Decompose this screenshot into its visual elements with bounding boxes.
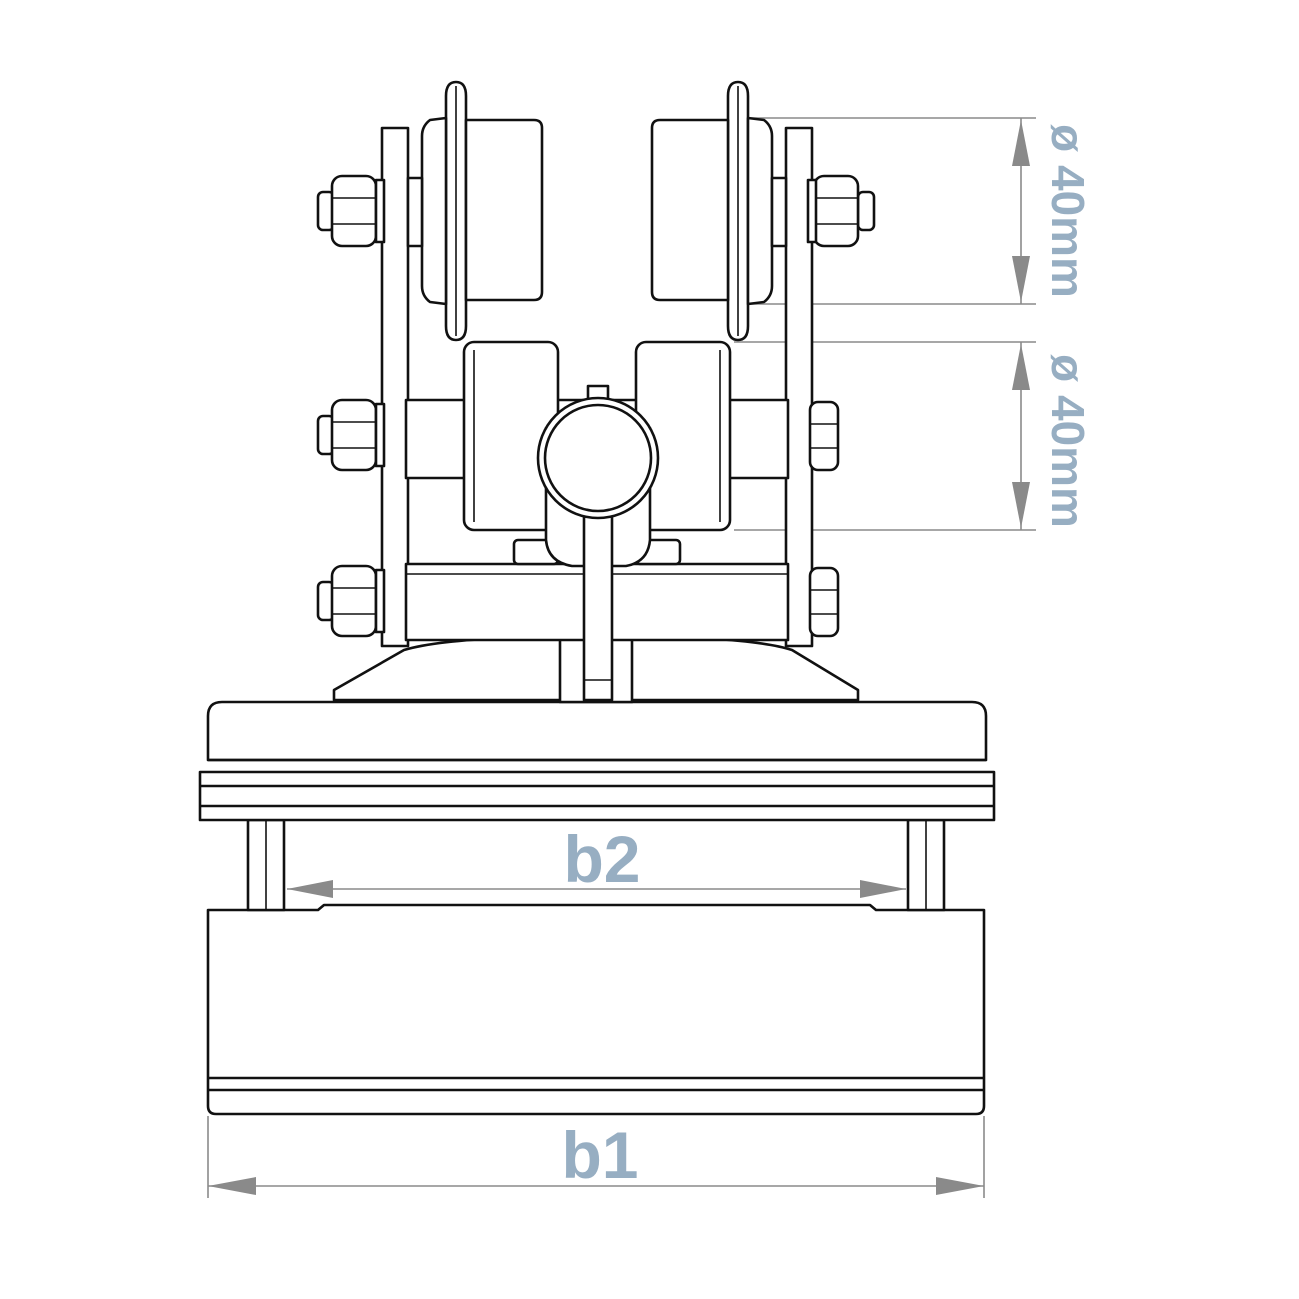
arrow-up-icon [1012, 120, 1030, 166]
b2-dimension [287, 880, 906, 898]
upper-diameter-label: ø 40mm [1042, 124, 1094, 298]
arrow-right-icon [936, 1177, 984, 1195]
arrow-down-icon [1012, 256, 1030, 302]
arrow-right-icon [860, 880, 906, 898]
b1-label: b1 [561, 1118, 638, 1192]
b2-label: b2 [563, 822, 640, 896]
lower-diameter-label: ø 40mm [1042, 354, 1094, 528]
right-bottom-bolt [808, 566, 840, 638]
right-top-bolt [806, 174, 876, 248]
left-top-bolt [316, 174, 386, 248]
side-posts [246, 818, 946, 912]
arrow-up-icon [1012, 344, 1030, 390]
upper-right-wheel [650, 80, 774, 342]
lower-diameter-dimension [734, 341, 1036, 531]
left-bottom-bolt [316, 564, 386, 638]
upper-left-washer [406, 176, 424, 248]
left-side-plate [380, 126, 410, 648]
b1-dimension [207, 1116, 985, 1198]
arrow-left-icon [287, 880, 333, 898]
upper-right-washer [770, 176, 788, 248]
center-clamp [536, 384, 660, 702]
right-middle-bolt [808, 400, 840, 472]
arrow-down-icon [1012, 482, 1030, 528]
left-middle-bolt [316, 398, 386, 472]
bottom-box [206, 903, 986, 1116]
carriage-plate [198, 700, 996, 822]
upper-left-wheel [420, 80, 544, 342]
arrow-left-icon [208, 1177, 256, 1195]
